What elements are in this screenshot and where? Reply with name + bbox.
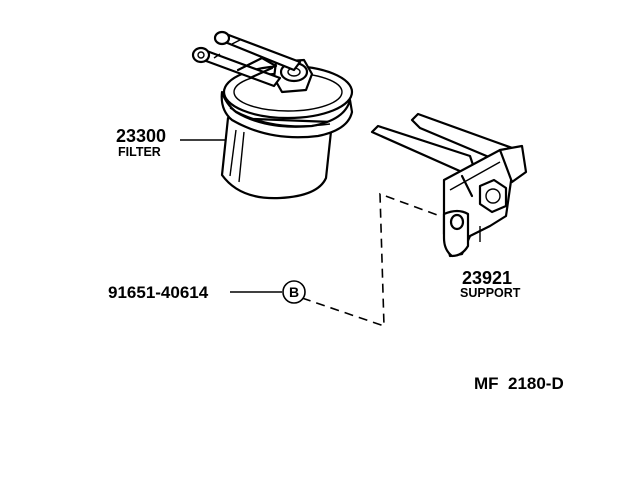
figure-code: MF 2180-D bbox=[474, 374, 564, 393]
leader-lines bbox=[180, 139, 481, 328]
filter-part-number: 23300 bbox=[116, 126, 166, 146]
support-part-name: SUPPORT bbox=[460, 286, 521, 300]
support-part-number: 23921 bbox=[462, 268, 512, 288]
support-bracket-illustration bbox=[370, 112, 528, 258]
bolt-callout-letter: B bbox=[289, 284, 299, 300]
fuel-filter-illustration bbox=[191, 30, 354, 200]
filter-part-name: FILTER bbox=[118, 145, 161, 159]
bolt-callout-badge: B bbox=[282, 280, 306, 304]
bolt-part-number: 91651-40614 bbox=[108, 283, 209, 302]
